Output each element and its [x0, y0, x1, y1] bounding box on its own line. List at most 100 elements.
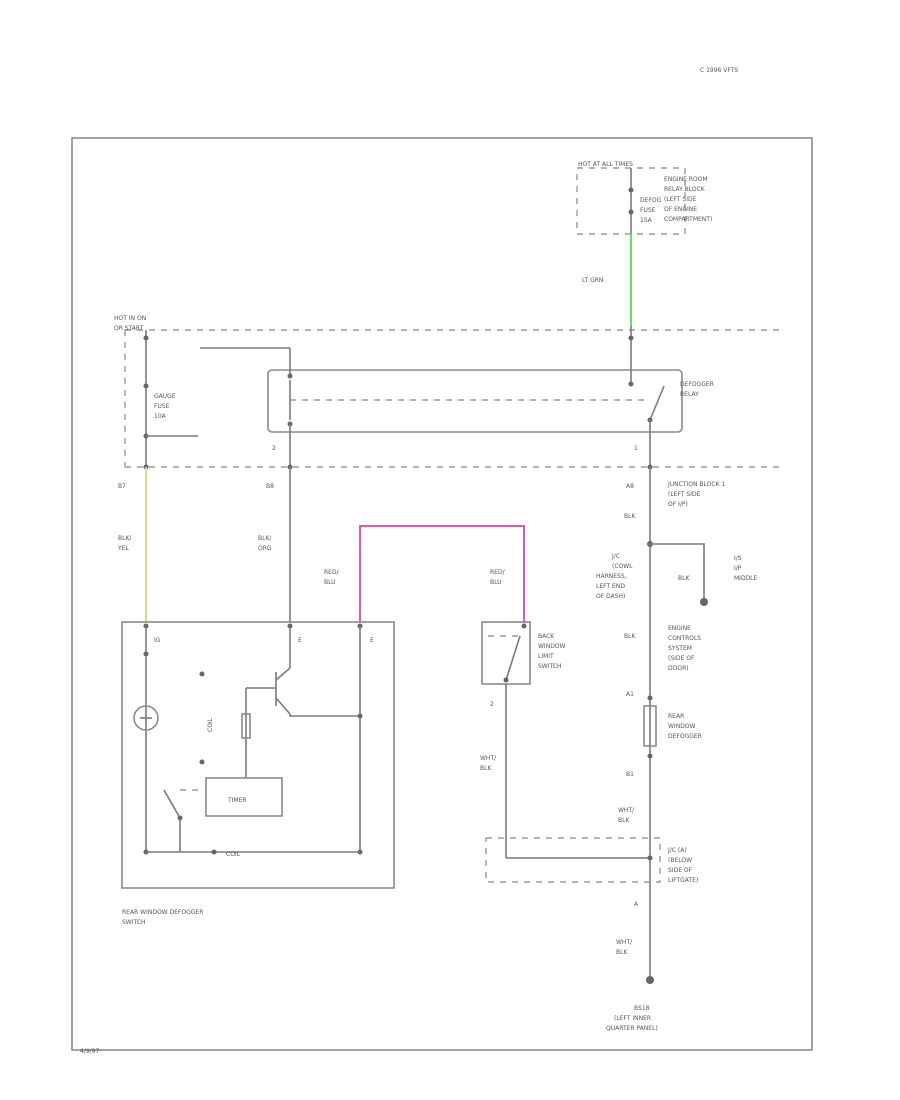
rear-window-defogger-switch: [121, 621, 395, 889]
defog-fuse-line-2: FUSE: [640, 207, 656, 214]
ecu-label: ENGINE CONTROLS SYSTEM (SIDE OF DOOR): [668, 625, 701, 672]
switch-title: REAR WINDOW DEFOGGER SWITCH: [122, 909, 203, 926]
red-blu-wire: [359, 525, 525, 622]
back-window-limit-switch: [481, 621, 531, 685]
blk-yel-line-2: YEL: [117, 545, 129, 552]
switch-pin-e2: E: [370, 637, 374, 644]
limit-switch-arm: [505, 635, 521, 681]
defogger-line-2: WINDOW: [668, 723, 696, 730]
blk-org-label: BLK/ ORG: [258, 535, 272, 552]
splice-line-2: (COWL: [612, 563, 633, 570]
pin-2: 2: [272, 445, 276, 452]
coil-bottom-dot: [199, 759, 205, 765]
wht-blk-label-3: WHT/ BLK: [616, 939, 633, 956]
blk-1-label: BLK: [624, 513, 636, 520]
junction-block-line-3: OF I/P): [668, 501, 688, 508]
lt-grn-label: LT GRN: [582, 277, 603, 284]
corner-text: C 1996 VFTS: [700, 67, 738, 74]
relay-coil-top: [287, 373, 293, 379]
relay-contact-arm: [649, 385, 665, 421]
ground-line-3: QUARTER PANEL): [606, 1025, 658, 1032]
red-blu-2-line-1: RED/: [490, 569, 506, 576]
timer-box: [205, 777, 283, 817]
rear-window-defogger-label: REAR WINDOW DEFOGGER: [668, 713, 702, 740]
base-resistor: [241, 713, 251, 739]
liftgate-junction-dot: [647, 855, 653, 861]
defogger-line-1: REAR: [668, 713, 684, 720]
splice-line-3: HARNESS,: [596, 573, 627, 580]
ecu-line-5: DOOR): [668, 665, 689, 672]
pin-b8: B8: [266, 483, 274, 490]
red-blu-label-2: RED/ BLU: [490, 569, 506, 586]
hot-in-on-line-1: HOT IN ON: [114, 315, 146, 322]
gauge-fuse-line-3: 10A: [154, 413, 167, 420]
back-window-limit-switch-label: BACK WINDOW LIMIT SWITCH: [538, 633, 566, 670]
ip-ground-icon: [700, 598, 708, 606]
limit-switch-line-1: BACK: [538, 633, 555, 640]
switch-title-line-1: REAR WINDOW DEFOGGER: [122, 909, 203, 916]
wht-blk-label-1: WHT/ BLK: [480, 755, 497, 772]
blk-yel-label: BLK/ YEL: [117, 535, 132, 552]
splice-line-1: J/C: [611, 553, 620, 560]
pin-b7: B7: [118, 483, 126, 490]
ecu-line-4: (SIDE OF: [668, 655, 695, 662]
figure-code: 4/9/97: [80, 1048, 99, 1055]
ip-ground-line-3: MIDDLE: [734, 575, 758, 582]
hot-in-on-label: HOT IN ON OR START: [114, 315, 146, 332]
ip-ground-line-1: I/S: [734, 555, 742, 562]
ecu-line-1: ENGINE: [668, 625, 691, 632]
defog-fuse-label: DEFOG FUSE 15A: [640, 197, 662, 224]
defogger-bottom-dot: [647, 753, 653, 759]
rear-window-defogger: [643, 705, 657, 747]
wht-blk-2-line-2: BLK: [618, 817, 630, 824]
ip-ground-line-2: I/P: [734, 565, 742, 572]
indicator-lamp-icon: [133, 705, 159, 731]
wht-blk-1-line-1: WHT/: [480, 755, 497, 762]
splice-line-5: OF DASH): [596, 593, 625, 600]
relay-block-line-2: RELAY BLOCK: [664, 186, 706, 193]
defogger-top-dot: [647, 695, 653, 701]
wht-blk-2-line-1: WHT/: [618, 807, 635, 814]
hot-at-all-times-label: HOT AT ALL TIMES: [578, 161, 633, 168]
ecu-line-3: SYSTEM: [668, 645, 692, 652]
blk-org-line-2: ORG: [258, 545, 272, 552]
defogger-line-3: DEFOGGER: [668, 733, 702, 740]
blk-3-label: BLK: [624, 633, 636, 640]
pin-a1: A1: [626, 691, 634, 698]
blk-2-label: BLK: [678, 575, 690, 582]
junction-block-line-1: JUNCTION BLOCK 1: [667, 481, 725, 488]
relay-contact-fixed: [628, 381, 634, 387]
switch-pin-ig: IG: [154, 637, 161, 644]
relay-block-line-1: ENGINE ROOM: [664, 176, 708, 183]
wht-blk-label-2: WHT/ BLK: [618, 807, 635, 824]
defog-fuse-line-1: DEFOG: [640, 197, 662, 204]
junction-block-label: JUNCTION BLOCK 1 (LEFT SIDE OF I/P): [667, 481, 725, 508]
wht-blk-1-line-2: BLK: [480, 765, 492, 772]
limit-switch-top: [521, 623, 527, 629]
transistor-emitter-wire: [289, 714, 362, 717]
coil-top-dot: [199, 671, 205, 677]
coil-left-dot: [211, 849, 217, 855]
limit-switch-line-3: LIMIT: [538, 653, 554, 660]
ip-ground-label: I/S I/P MIDDLE: [734, 555, 758, 582]
limit-switch-line-2: WINDOW: [538, 643, 566, 650]
junction-block-line-2: (LEFT SIDE: [668, 491, 701, 498]
liftgate-line-3: SIDE OF: [668, 867, 693, 874]
switch-left-dot: [143, 651, 149, 657]
pin-b1: B1: [626, 771, 634, 778]
liftgate-line-1: J/C (A): [667, 847, 687, 854]
gauge-fuse-input: [143, 335, 149, 341]
engine-room-relay-block-label: ENGINE ROOM RELAY BLOCK (LEFT SIDE OF EN…: [664, 176, 712, 223]
hot-in-on-line-2: OR START: [114, 325, 144, 332]
relay-block-line-4: OF ENGINE: [664, 206, 697, 213]
red-blu-label-1: RED/ BLU: [324, 569, 340, 586]
ground-point-icon: [646, 976, 654, 984]
limit-switch-line-4: SWITCH: [538, 663, 562, 670]
relay-block-line-3: (LEFT SIDE: [664, 196, 697, 203]
pin-2b: 2: [490, 701, 494, 708]
push-switch-arm: [163, 789, 181, 819]
wht-blk-3-line-2: BLK: [616, 949, 628, 956]
switch-title-line-2: SWITCH: [122, 919, 146, 926]
defog-fuse-terminal-top: [628, 187, 634, 193]
